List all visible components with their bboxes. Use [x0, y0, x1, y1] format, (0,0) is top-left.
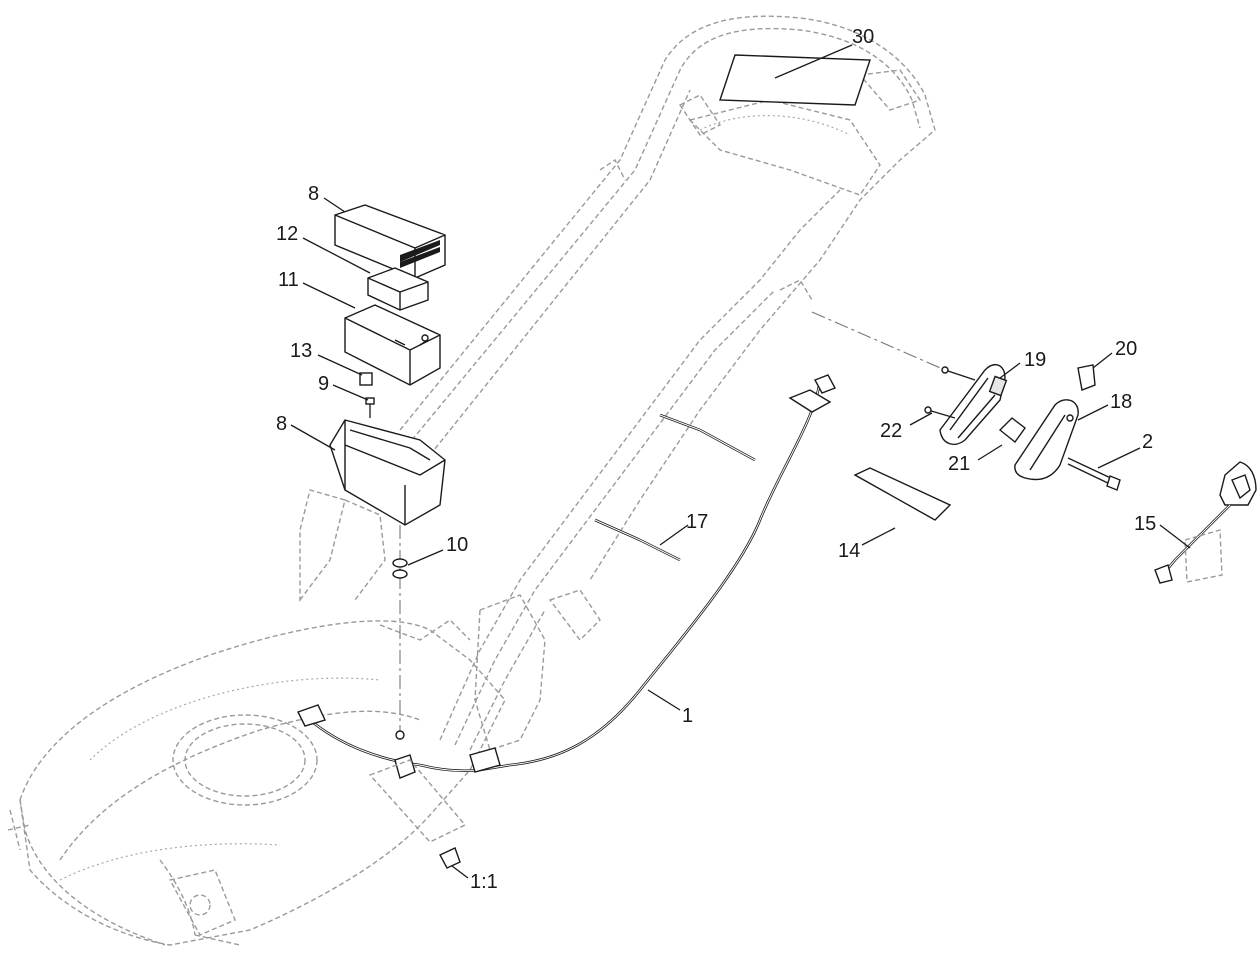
- callout-8-cover: 8: [308, 183, 319, 205]
- battery-11: [344, 304, 441, 386]
- handle-cables: [594, 413, 756, 562]
- wire-harness-1: [297, 374, 836, 779]
- switch-20: [1077, 364, 1096, 391]
- callout-11: 11: [278, 269, 299, 291]
- mower-deck-phantom: [7, 489, 506, 946]
- harness-decal: [368, 759, 467, 843]
- callout-19: 19: [1024, 349, 1046, 371]
- screw-22: [924, 406, 956, 419]
- leader-lines: [290, 44, 1191, 879]
- module-15: [1154, 461, 1257, 584]
- callout-17: 17: [686, 511, 708, 533]
- bolt-2: [1067, 457, 1121, 491]
- callout-12: 12: [276, 223, 298, 245]
- callout-1-1: 1:1: [470, 871, 498, 893]
- foam-pad-12: [367, 267, 429, 311]
- callout-8-tray: 8: [276, 413, 287, 435]
- decal-30: [719, 54, 871, 106]
- callout-22: 22: [880, 420, 902, 442]
- callout-21: 21: [948, 453, 970, 475]
- callout-9: 9: [318, 373, 329, 395]
- screw-19: [941, 366, 976, 381]
- screw-9: [365, 397, 375, 418]
- clip-1-1: [439, 847, 461, 869]
- callout-10: 10: [446, 534, 468, 556]
- callout-14: 14: [838, 540, 860, 562]
- battery-tray-8: [329, 419, 446, 526]
- callout-15: 15: [1134, 513, 1156, 535]
- handle-frame-phantom: [399, 15, 936, 751]
- callout-1: 1: [682, 705, 693, 727]
- decal-14: [853, 467, 952, 521]
- callout-13: 13: [290, 340, 312, 362]
- washer-10: [392, 558, 408, 579]
- mount-hole: [395, 730, 405, 740]
- control-axis: [811, 311, 946, 371]
- callout-30: 30: [852, 26, 874, 48]
- callout-2: 2: [1142, 431, 1153, 453]
- bracket-21: [998, 417, 1026, 444]
- battery-cover: [334, 204, 446, 279]
- control-module-19: [939, 364, 1008, 446]
- cover-18: [1014, 399, 1079, 481]
- clip-13: [359, 372, 373, 386]
- callout-20: 20: [1115, 338, 1137, 360]
- callout-18: 18: [1110, 391, 1132, 413]
